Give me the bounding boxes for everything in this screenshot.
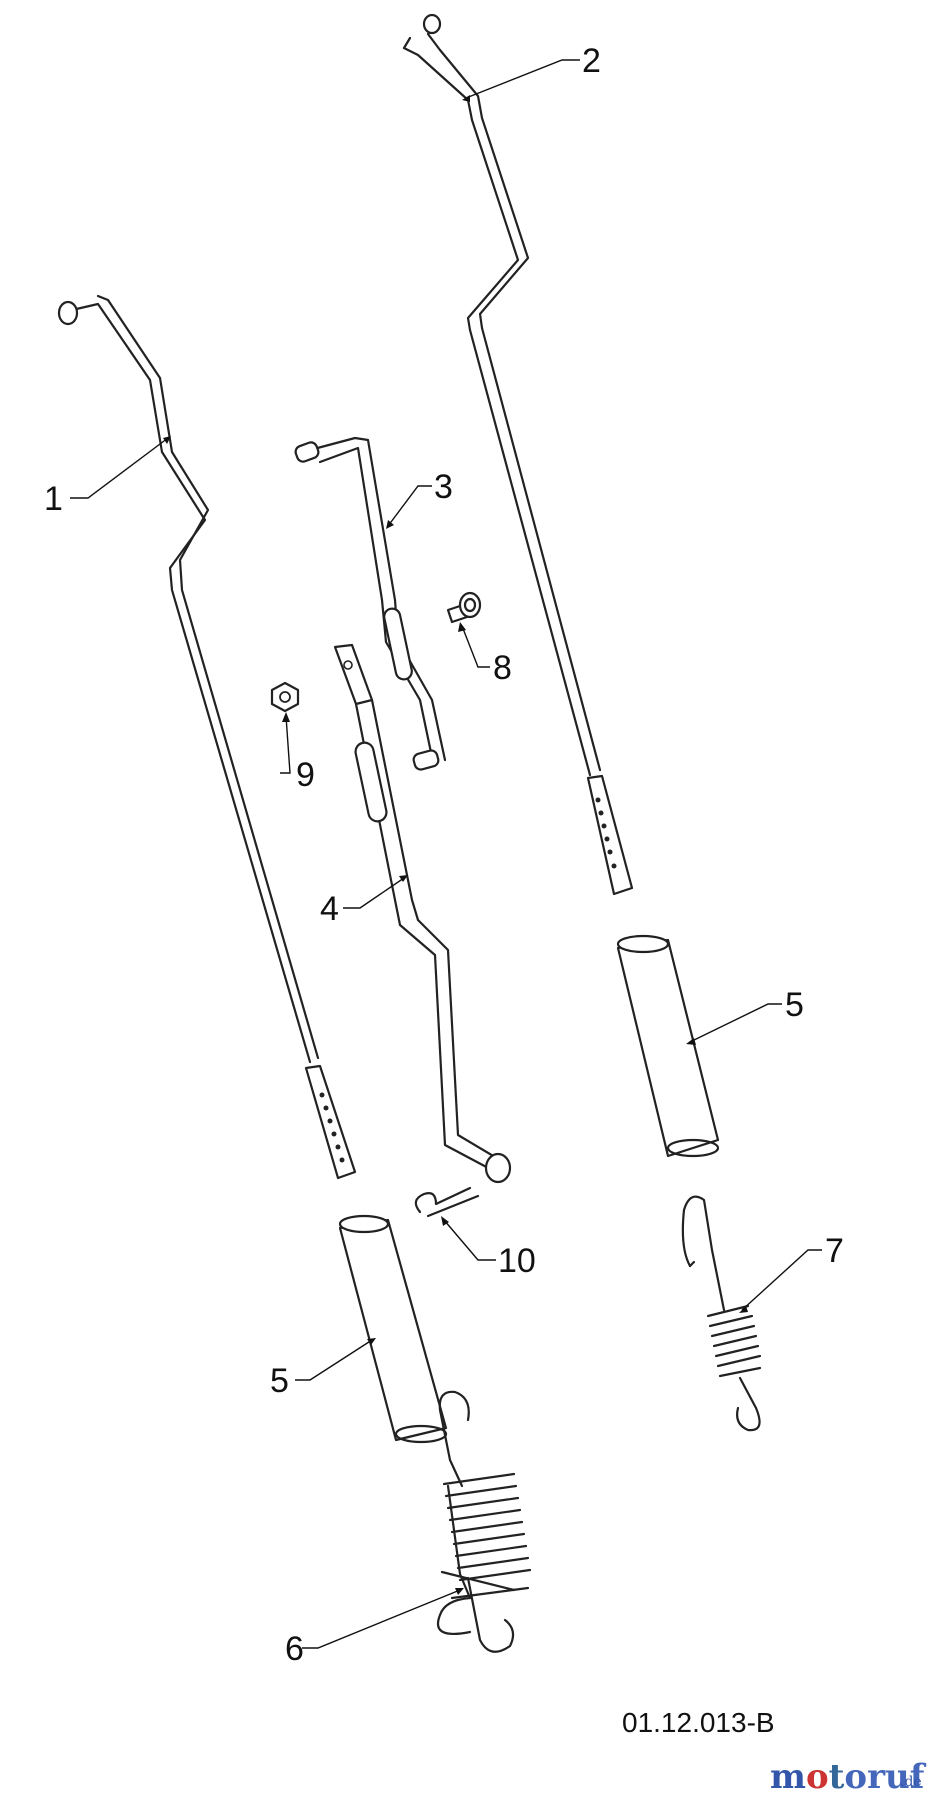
callout-2: 2	[582, 42, 601, 80]
part-4-rod	[333, 643, 512, 1184]
callout-4: 4	[320, 890, 339, 928]
part-9-nut	[270, 681, 300, 713]
callout-10: 10	[498, 1242, 536, 1280]
part-3-rod	[294, 436, 447, 771]
leader-lines	[70, 59, 822, 1649]
callout-8: 8	[493, 649, 512, 687]
callout-3: 3	[434, 468, 453, 506]
part-10-clip	[414, 1186, 480, 1218]
callout-7: 7	[825, 1232, 844, 1270]
part-5-sleeve-upper	[616, 934, 720, 1158]
callout-9: 9	[296, 756, 315, 794]
drawing-code: 01.12.013-B	[622, 1707, 775, 1738]
watermark-logo: motoruf .de	[770, 1757, 927, 1797]
svg-text:motoruf: motoruf	[770, 1757, 927, 1797]
callout-6: 6	[285, 1630, 304, 1668]
part-6-spring	[437, 1390, 532, 1653]
part-5-sleeve-lower	[338, 1214, 448, 1444]
part-7-spring	[681, 1195, 762, 1432]
part-2-rod	[402, 13, 634, 896]
callout-5-lower: 5	[270, 1362, 289, 1400]
part-8-pin	[446, 591, 482, 624]
svg-text:.de: .de	[900, 1774, 922, 1790]
callout-5-upper: 5	[785, 986, 804, 1024]
callout-1: 1	[44, 480, 63, 518]
part-1-rod	[57, 294, 357, 1180]
